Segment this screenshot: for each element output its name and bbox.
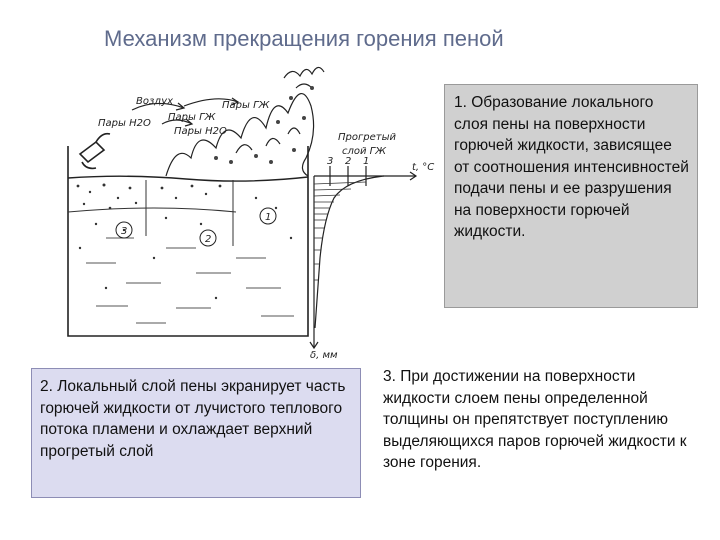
label-depth-axis: δ, мм — [310, 350, 338, 361]
label-heated-layer-2: слой ГЖ — [342, 146, 387, 157]
foam-nozzle — [78, 132, 111, 170]
flow-arrows — [131, 97, 240, 127]
step-1-text-box: 1. Образование локального слоя пены на п… — [444, 84, 698, 308]
liquid-surface — [67, 175, 309, 182]
label-temp-axis: t, °C — [412, 162, 434, 173]
foam-extinguishing-diagram: Воздух Пары ГЖ Пары Н2О Пары ГЖ Пары Н2О… — [66, 58, 448, 368]
label-vapor-water-2: Пары Н2О — [174, 126, 227, 137]
label-zone-2: 2 — [205, 234, 211, 245]
temperature-profile — [309, 166, 418, 350]
label-scale-3: 3 — [327, 156, 333, 167]
page-title: Механизм прекращения горения пеной — [104, 26, 504, 51]
label-vapor-water-1: Пары Н2О — [98, 118, 151, 129]
flame — [165, 66, 325, 177]
zone-boundaries — [67, 180, 237, 246]
label-scale-1: 1 — [363, 156, 369, 167]
flame-scribble — [214, 86, 314, 164]
label-zone-1: 1 — [265, 212, 271, 223]
foam-bubbles — [76, 183, 293, 300]
label-vapor-fuel-1: Пары ГЖ — [222, 100, 271, 111]
label-heated-layer-1: Прогретый — [338, 132, 396, 143]
label-zone-3: 3 — [121, 226, 127, 237]
temperature-hatching — [313, 181, 367, 281]
label-vapor-fuel-2: Пары ГЖ — [168, 112, 217, 123]
step-2-text-box: 2. Локальный слой пены экранирует часть … — [31, 368, 361, 498]
label-air: Воздух — [136, 96, 173, 107]
liquid-hatching — [86, 237, 294, 324]
fuel-tank — [67, 146, 309, 337]
zone-markers — [115, 207, 277, 247]
step-3-text-box: 3. При достижении на поверхности жидкост… — [383, 368, 687, 471]
label-scale-2: 2 — [345, 156, 351, 167]
